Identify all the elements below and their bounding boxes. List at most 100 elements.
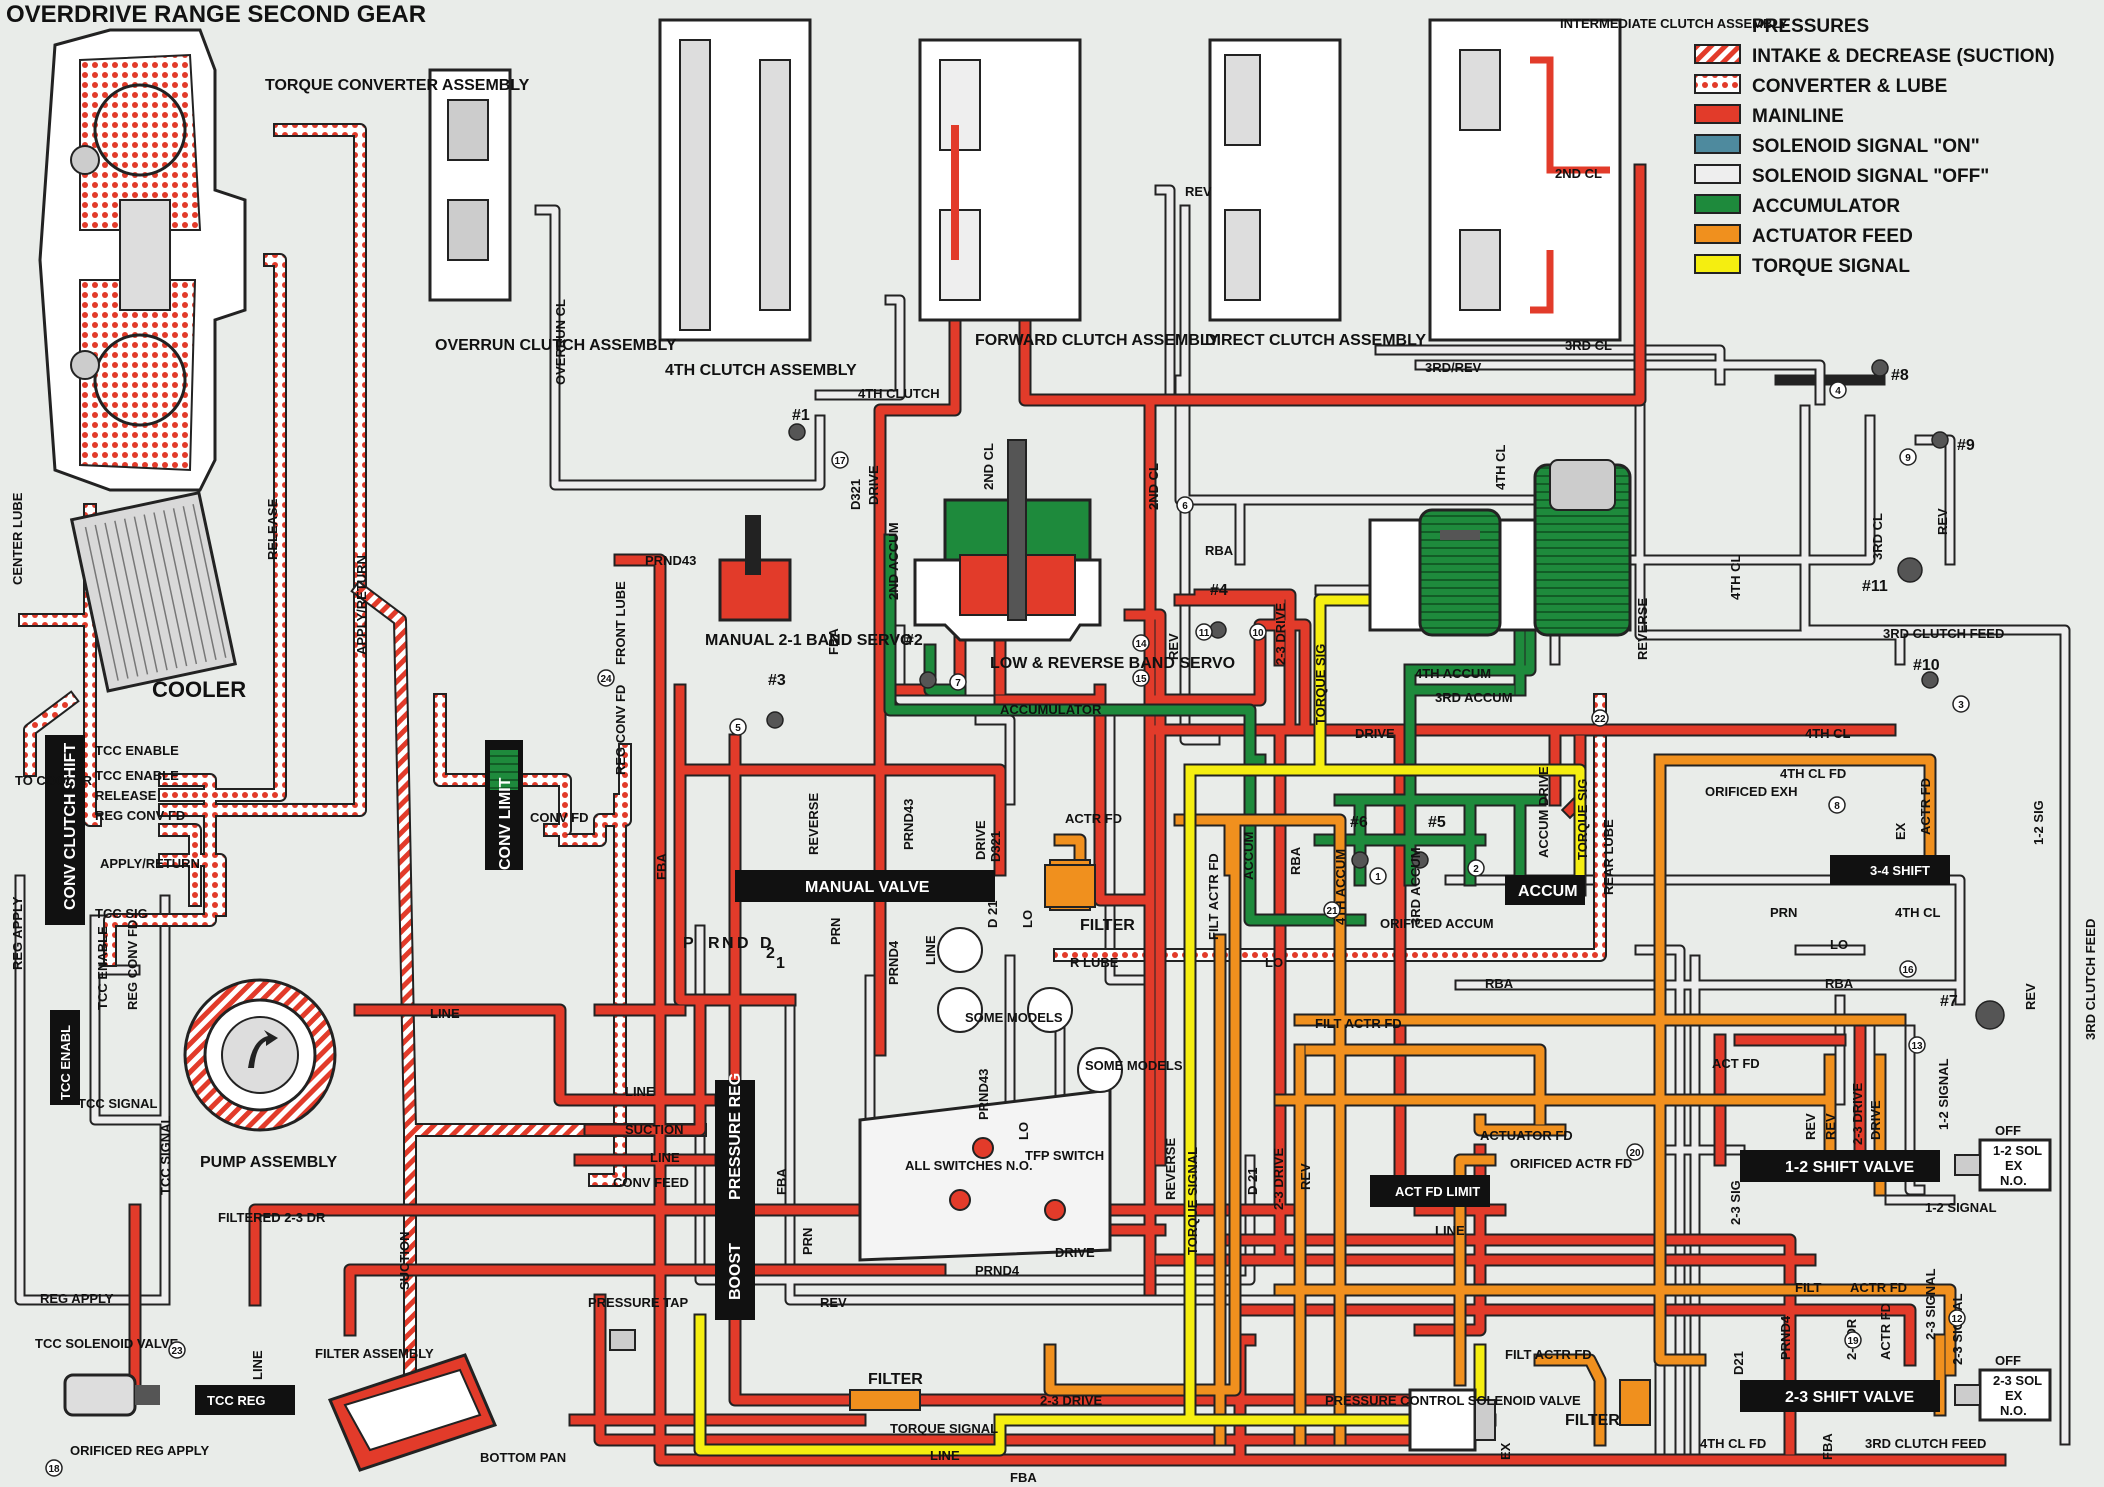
line-release-v: RELEASE	[265, 498, 280, 560]
ball-11-label: #11	[1862, 578, 1888, 595]
line-rev: REV	[1185, 184, 1212, 199]
passage-actfd	[1045, 755, 1955, 1445]
line-line-pump: LINE	[430, 1006, 460, 1021]
svg-text:3: 3	[1958, 700, 1964, 711]
line-prnd4-23: PRND4	[1778, 1315, 1793, 1360]
line-line-bottom: LINE	[930, 1448, 960, 1463]
svg-text:17: 17	[834, 456, 846, 467]
svg-text:7: 7	[955, 678, 961, 689]
label-low-reverse-band-servo: LOW & REVERSE BAND SERVO	[990, 655, 1235, 672]
line-act-fd: ACT FD	[1712, 1056, 1760, 1071]
line-d321-mv: D321	[988, 831, 1003, 862]
label-filter-3: FILTER	[1565, 1412, 1620, 1429]
line-third-cl: 3RD CL	[1565, 338, 1612, 353]
legend-label-torque-signal: TORQUE SIGNAL	[1752, 256, 1910, 277]
line-d321: D321	[848, 479, 863, 510]
line-filt-actr-fd-v: FILT ACTR FD	[1206, 853, 1221, 940]
label-34-shift: 3-4 SHIFT	[1870, 863, 1930, 878]
line-third-accum-v: 3RD ACCUM	[1408, 847, 1423, 925]
line-reg-conv-fd-2: REG CONV FD	[613, 685, 628, 775]
line-d21-23: D21	[1731, 1351, 1746, 1375]
some-models-valves	[937, 927, 1123, 1093]
valve-bodies	[45, 735, 2052, 1422]
accumulator-housing	[1368, 459, 1632, 637]
line-conv-feed: CONV FEED	[613, 1175, 689, 1190]
line-ex-generic: EX	[1498, 1442, 1513, 1460]
line-torque-signal: TORQUE SIGNAL	[890, 1421, 998, 1436]
line-drive-mv: DRIVE	[973, 820, 988, 860]
ball-5-label: #5	[1428, 814, 1446, 831]
label-boost: BOOST	[727, 1243, 744, 1300]
line-one-two-signal: 1-2 SIGNAL	[1936, 1058, 1951, 1130]
line-reg-conv-fd-v: REG CONV FD	[125, 920, 140, 1010]
line-fourth-cl-fd: 4TH CL FD	[1780, 766, 1846, 781]
svg-text:16: 16	[1902, 965, 1914, 976]
line-d21-v: D 21	[1245, 1168, 1260, 1195]
line-accum-drive: ACCUM DRIVE	[1536, 766, 1551, 858]
sol-12-ex: EX	[2005, 1158, 2023, 1173]
svg-text:23: 23	[171, 1346, 183, 1357]
ball-8-label: #8	[1891, 367, 1909, 384]
svg-text:22: 22	[1594, 714, 1606, 725]
line-rev-v3: REV	[2023, 983, 2038, 1010]
line-rba-3: RBA	[1485, 976, 1514, 991]
line-third-clutch-feed-v: 3RD CLUTCH FEED	[2083, 919, 2098, 1040]
line-fba: FBA	[826, 628, 841, 655]
line-drive-23: 2-3 DRIVE	[1273, 603, 1288, 665]
line-fourth-cl-v2: 4TH CL	[1728, 554, 1743, 600]
line-line-mv: LINE	[923, 935, 938, 965]
line-second-cl: 2ND CL	[981, 443, 996, 490]
line-rev-v2: REV	[1935, 508, 1950, 535]
pressure-tap	[609, 1329, 636, 1351]
label-filter-assembly: FILTER ASSEMBLY	[315, 1346, 434, 1361]
sol-23-name: 2-3 SOL	[1993, 1373, 2042, 1388]
svg-text:11: 11	[1199, 628, 1210, 639]
svg-text:10: 10	[1252, 628, 1264, 639]
sol-23-no: N.O.	[2000, 1403, 2027, 1418]
forward-clutch	[918, 38, 1082, 322]
line-line-tcc: LINE	[250, 1350, 265, 1380]
line-third-clutch-feed-2: 3RD CLUTCH FEED	[1865, 1436, 1986, 1451]
line-apply-return-v: APPLY/RETURN	[354, 555, 369, 655]
line-torque-signal-v: TORQUE SIGNAL	[1185, 1147, 1200, 1255]
ball-9-label: #9	[1957, 437, 1975, 454]
line-fourth-cl: 4TH CL	[1805, 726, 1851, 741]
svg-text:6: 6	[1182, 501, 1188, 512]
svg-text:N: N	[722, 935, 734, 952]
line-two-three-sig: 2-3 SIG	[1728, 1180, 1743, 1225]
svg-text:18: 18	[48, 1464, 60, 1475]
fourth-clutch	[658, 18, 812, 342]
line-orificed-accum: ORIFICED ACCUM	[1380, 916, 1494, 931]
label-manual-21-band-servo: MANUAL 2-1 BAND SERVO	[705, 632, 912, 649]
line-orificed-exh: ORIFICED EXH	[1705, 784, 1797, 799]
pump-assembly	[183, 978, 337, 1132]
line-prnd4: PRND4	[886, 940, 901, 985]
svg-text:14: 14	[1135, 639, 1147, 650]
line-filt-actr-fd-2: FILT ACTR FD	[1505, 1347, 1592, 1362]
svg-text:1: 1	[1375, 872, 1381, 883]
line-filt-actr-fd: FILT ACTR FD	[1315, 1016, 1402, 1031]
line-fourth-clutch: 4TH CLUTCH	[858, 386, 940, 401]
line-rev-2: REV	[820, 1295, 847, 1310]
svg-text:24: 24	[600, 674, 612, 685]
label-overrun-clutch: OVERRUN CLUTCH ASSEMBLY	[435, 337, 677, 354]
line-second-accum: 2ND ACCUM	[886, 522, 901, 600]
svg-text:2: 2	[1473, 864, 1479, 875]
label-12-shift: 1-2 SHIFT VALVE	[1785, 1159, 1915, 1176]
legend-label-accumulator: ACCUMULATOR	[1752, 196, 1900, 217]
ball-1-label: #1	[792, 407, 810, 424]
line-apply-return: APPLY/RETURN	[100, 856, 200, 871]
line-prnd43-mv: PRND43	[901, 799, 916, 850]
line-fba-v: FBA	[654, 853, 669, 880]
line-release: RELEASE	[95, 788, 157, 803]
overrun-clutch	[428, 68, 512, 302]
line-prnd43-tfp: PRND43	[976, 1069, 991, 1120]
line-lo-tfp: LO	[1016, 1122, 1031, 1140]
line-tcc-enable-2: TCC ENABLE	[95, 768, 179, 783]
svg-text:P: P	[683, 935, 694, 952]
label-accum-valve: ACCUM	[1518, 883, 1578, 900]
line-accumulator: ACCUMULATOR	[1000, 702, 1102, 717]
passage-lube	[20, 125, 1605, 1185]
tfp-switch	[858, 1088, 1112, 1262]
legend-label-sol-on: SOLENOID SIGNAL "ON"	[1752, 136, 1980, 157]
